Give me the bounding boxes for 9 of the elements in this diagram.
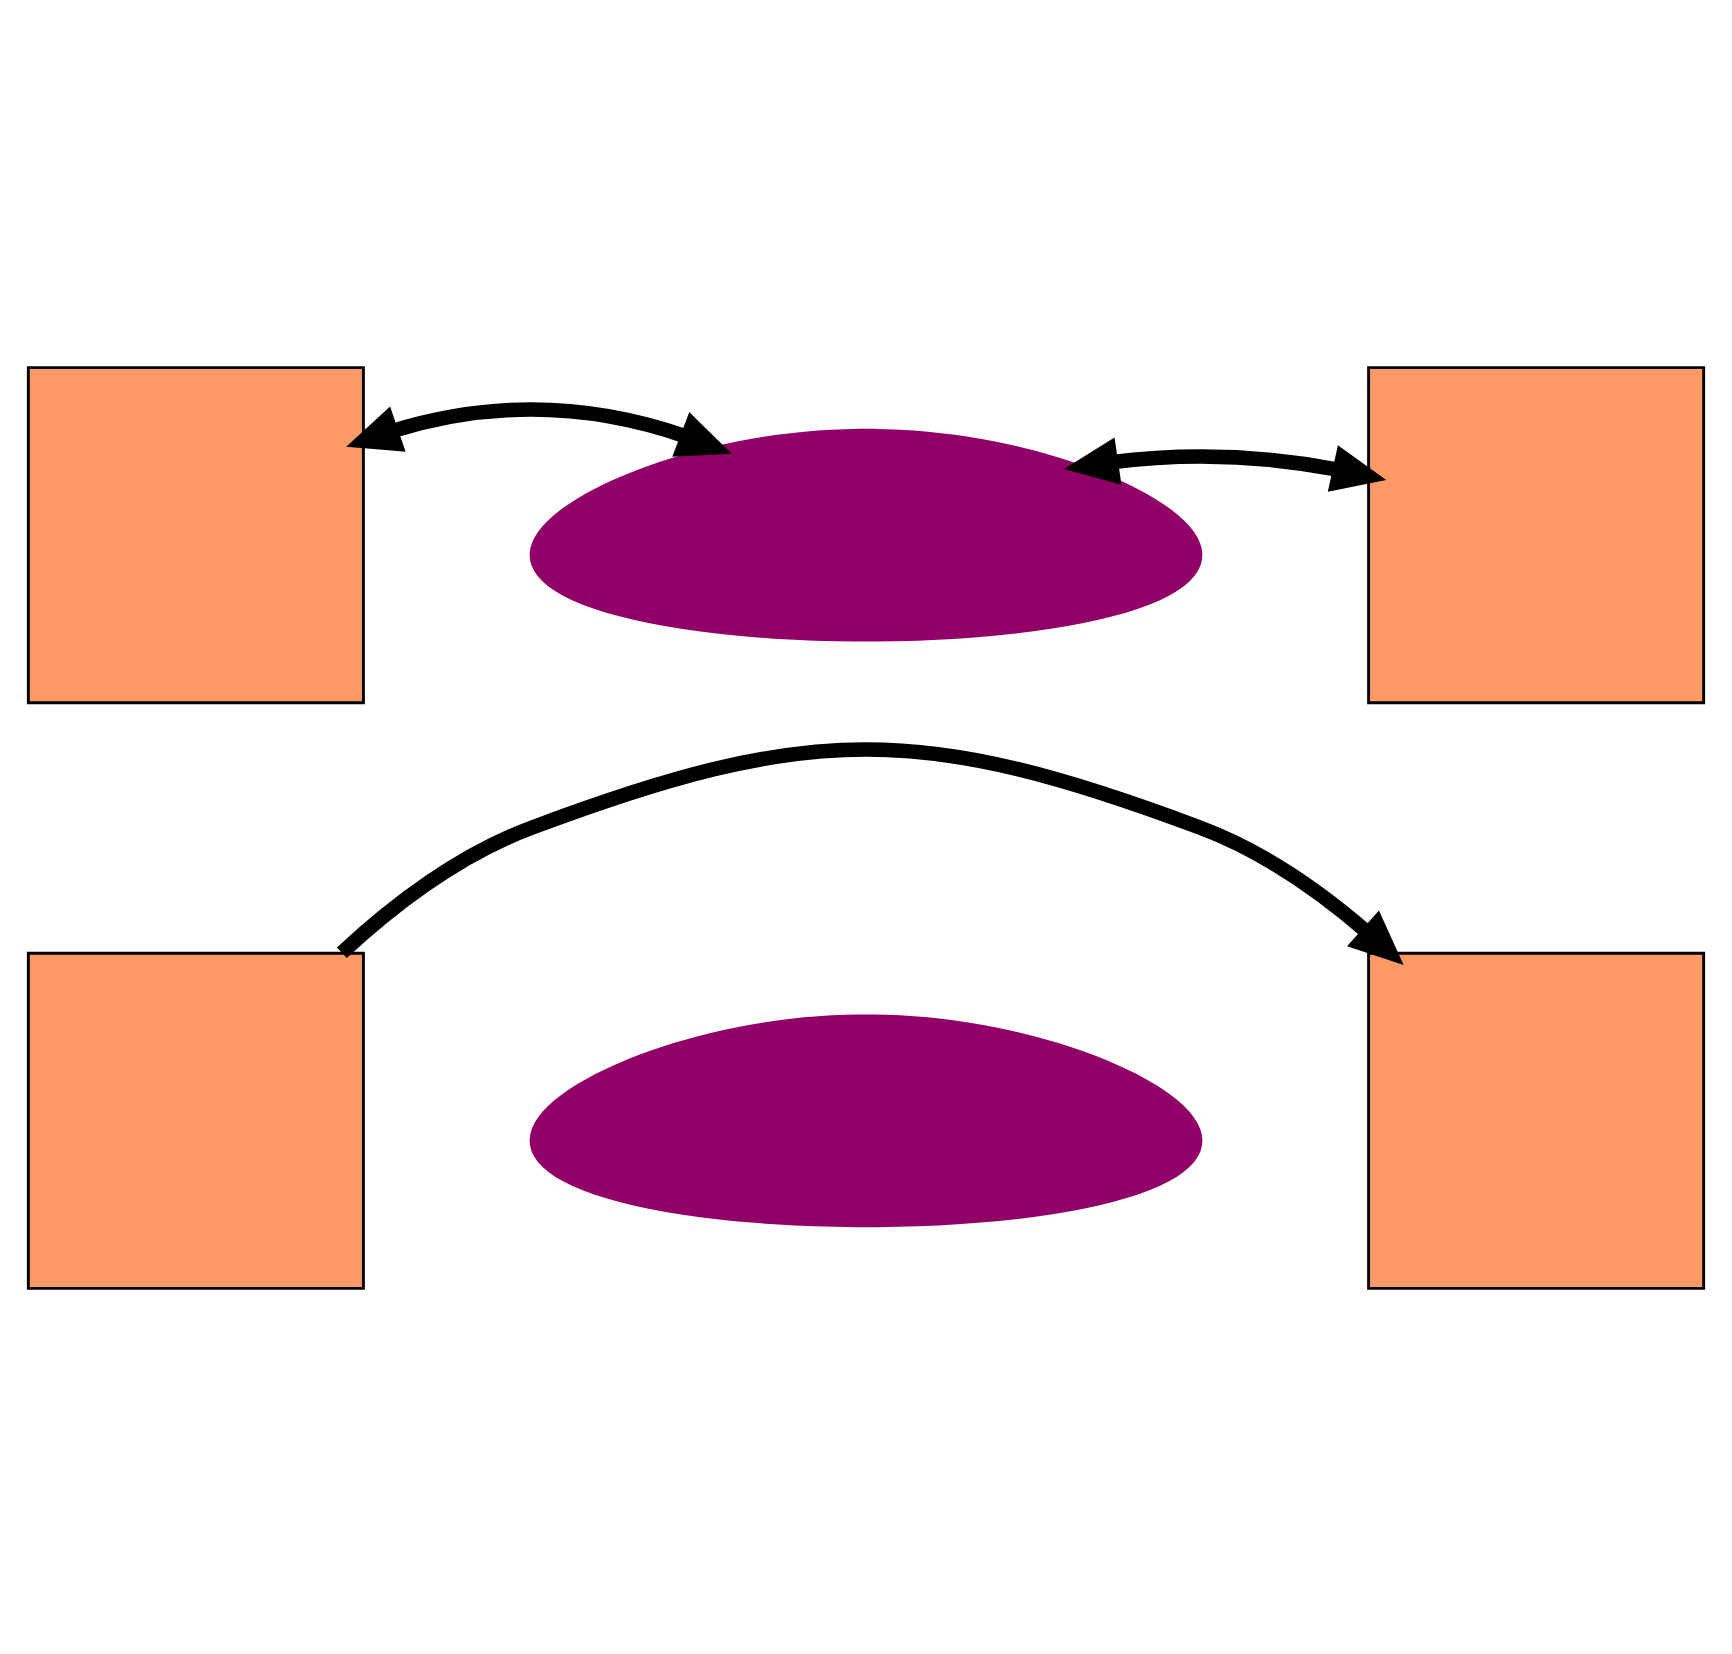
arrow: [346, 401, 732, 456]
node-box: [1367, 950, 1706, 1289]
node-box: [26, 365, 365, 704]
arrow: [1063, 436, 1387, 491]
node-cloud: [529, 1013, 1203, 1227]
node-cloud: [529, 427, 1203, 641]
node-box: [26, 950, 365, 1289]
arrow: [336, 741, 1404, 964]
node-box: [1367, 365, 1706, 704]
